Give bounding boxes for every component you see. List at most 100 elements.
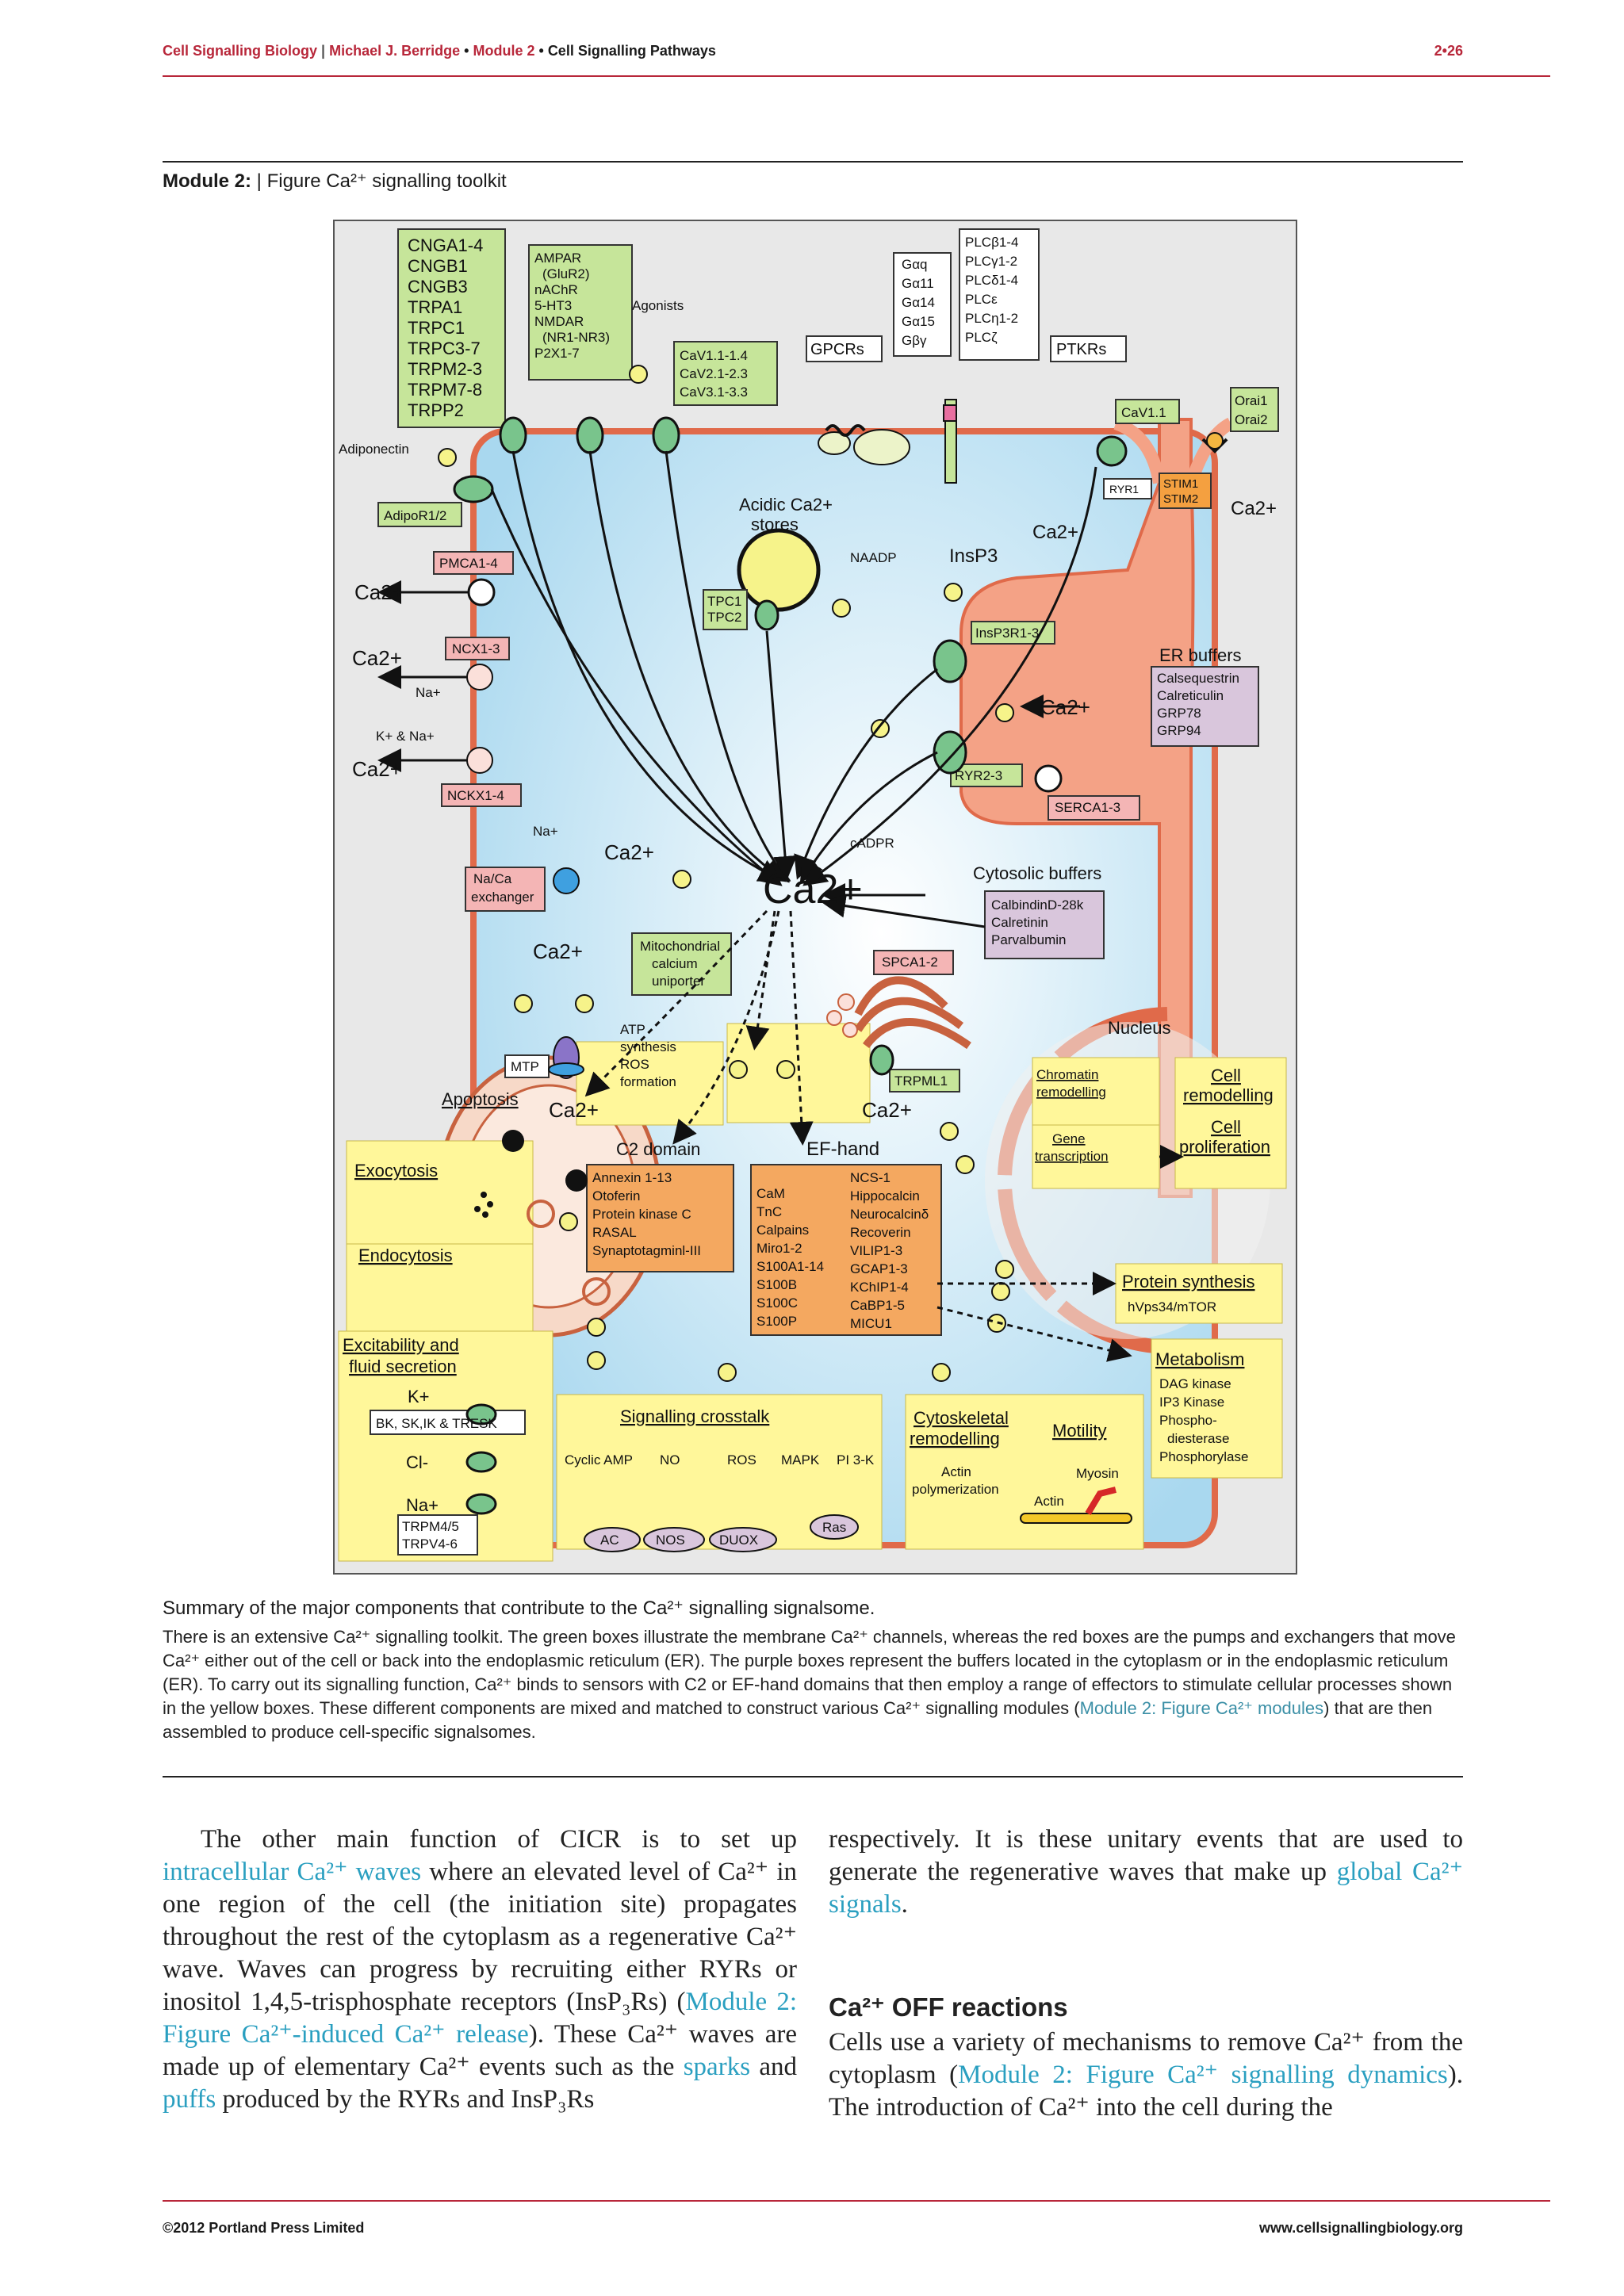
section-name: Cell Signalling Pathways: [547, 43, 716, 59]
figure-title: Module 2: | Figure Ca²⁺ signalling toolk…: [163, 170, 507, 192]
svg-text:Na+: Na+: [416, 685, 441, 700]
figure-top-rule: [163, 161, 1463, 163]
svg-text:NCKX1-4: NCKX1-4: [447, 788, 504, 803]
svg-text:hVps34/mTOR: hVps34/mTOR: [1128, 1299, 1216, 1314]
svg-text:AMPAR: AMPAR: [534, 251, 581, 266]
body-link[interactable]: Module 2: Figure Ca²⁺-induced Ca²⁺ relea…: [163, 1988, 798, 2049]
body-link[interactable]: sparks: [683, 2053, 751, 2081]
metabolism-box: [1151, 1338, 1283, 1479]
section-heading: Ca²⁺ OFF reactions: [829, 1992, 1068, 2022]
svg-text:PLCη1-2: PLCη1-2: [965, 311, 1018, 326]
body-link[interactable]: Module 2: Figure Ca²⁺ signalling dynamic…: [958, 2061, 1448, 2089]
body-text: ). The introduction of Ca²⁺ into the cel…: [829, 2061, 1463, 2122]
svg-text:NCS-1: NCS-1: [850, 1170, 891, 1185]
svg-text:MICU1: MICU1: [850, 1316, 892, 1331]
left-column: The other main function of CICR is to se…: [163, 1823, 797, 2116]
website-url: www.cellsignallingbiology.org: [1258, 2220, 1463, 2236]
svg-text:TRPM2-3: TRPM2-3: [408, 359, 482, 379]
svg-text:TRPM4/5: TRPM4/5: [402, 1519, 459, 1534]
svg-text:ER buffers: ER buffers: [1159, 645, 1242, 665]
svg-text:SPCA1-2: SPCA1-2: [882, 955, 938, 970]
svg-text:NAADP: NAADP: [850, 550, 897, 565]
body-link[interactable]: puffs: [163, 2085, 216, 2114]
svg-text:CNGA1-4: CNGA1-4: [408, 235, 483, 255]
svg-text:STIM2: STIM2: [1163, 492, 1198, 506]
svg-text:Gα15: Gα15: [902, 314, 935, 329]
svg-text:Ca2+: Ca2+: [1040, 695, 1090, 719]
body-link[interactable]: global Ca²⁺ signals: [829, 1858, 1463, 1919]
svg-text:ROS: ROS: [620, 1057, 649, 1072]
svg-text:Na+: Na+: [406, 1495, 439, 1515]
svg-text:uniporter: uniporter: [652, 974, 705, 989]
svg-text:Annexin 1-13: Annexin 1-13: [592, 1170, 672, 1185]
signalling-toolkit-figure: CNGA1-4 CNGB1 CNGB3 TRPA1 TRPC1 TRPC3-7 …: [333, 220, 1297, 1575]
svg-text:Otoferin: Otoferin: [592, 1188, 640, 1203]
svg-text:NO: NO: [660, 1452, 680, 1468]
svg-text:polymerization: polymerization: [912, 1482, 999, 1497]
svg-text:ROS: ROS: [727, 1452, 756, 1468]
svg-text:RYR1: RYR1: [1109, 483, 1139, 496]
svg-text:TRPML1: TRPML1: [894, 1073, 948, 1089]
body-text: where an elevated level of Ca²⁺ in one r…: [163, 1858, 797, 2016]
svg-text:Cytosolic buffers: Cytosolic buffers: [973, 863, 1101, 883]
svg-text:Phosphorylase: Phosphorylase: [1159, 1449, 1248, 1464]
body-text: Cells use a variety of mechanisms to rem…: [829, 2028, 1463, 2089]
svg-text:CaV1.1-1.4: CaV1.1-1.4: [680, 348, 748, 363]
svg-text:Ras: Ras: [822, 1520, 846, 1535]
svg-text:InsP3: InsP3: [949, 545, 998, 567]
figure-modules-link[interactable]: Module 2: Figure Ca²⁺ modules: [1079, 1698, 1324, 1718]
svg-text:remodelling: remodelling: [1183, 1085, 1274, 1105]
svg-text:MAPK: MAPK: [781, 1452, 820, 1468]
footer-rule: [163, 2200, 1550, 2202]
body-link[interactable]: intracellular Ca²⁺ waves: [163, 1858, 422, 1886]
svg-text:Gαq: Gαq: [902, 257, 928, 272]
svg-text:RYR2-3: RYR2-3: [955, 768, 1002, 783]
svg-text:PMCA1-4: PMCA1-4: [439, 556, 498, 571]
svg-text:VILIP1-3: VILIP1-3: [850, 1243, 902, 1258]
caption-title: Summary of the major components that con…: [163, 1598, 875, 1619]
caption-text: There is an extensive Ca²⁺ signalling to…: [163, 1627, 1456, 1742]
svg-text:PTKRs: PTKRs: [1056, 341, 1106, 358]
svg-text:PLCε: PLCε: [965, 292, 998, 307]
svg-text:Phospho-: Phospho-: [1159, 1413, 1217, 1428]
svg-text:Ca2+: Ca2+: [352, 757, 402, 781]
svg-text:Cell: Cell: [1211, 1066, 1241, 1085]
copyright: ©2012 Portland Press Limited: [163, 2220, 365, 2236]
svg-text:Na/Ca: Na/Ca: [473, 871, 512, 886]
svg-text:DUOX: DUOX: [719, 1533, 758, 1548]
svg-text:Cell: Cell: [1211, 1117, 1241, 1137]
svg-text:ATP: ATP: [620, 1022, 645, 1037]
svg-text:TnC: TnC: [756, 1204, 782, 1219]
svg-text:S100P: S100P: [756, 1314, 797, 1329]
body-text: The other main function of CICR is to se…: [201, 1825, 797, 1854]
svg-text:Agonists: Agonists: [632, 298, 684, 313]
svg-text:Calreticulin: Calreticulin: [1157, 688, 1224, 703]
svg-text:Motility: Motility: [1052, 1421, 1106, 1441]
svg-text:CNGB1: CNGB1: [408, 256, 468, 276]
svg-text:Na+: Na+: [533, 824, 558, 839]
svg-text:GRP94: GRP94: [1157, 723, 1201, 738]
right-column: respectively. It is these unitary events…: [829, 1823, 1463, 2124]
svg-text:K+ & Na+: K+ & Na+: [376, 729, 435, 744]
svg-text:S100B: S100B: [756, 1277, 797, 1292]
svg-text:Ca2+: Ca2+: [862, 1098, 912, 1122]
receptor-channels-box: [528, 244, 633, 381]
svg-text:Ca2+: Ca2+: [1032, 522, 1078, 543]
svg-text:InsP3R1-3: InsP3R1-3: [975, 626, 1039, 641]
svg-text:Ca2+: Ca2+: [604, 840, 654, 864]
svg-text:stores: stores: [751, 515, 799, 534]
exocytosis-box: [346, 1140, 534, 1261]
svg-text:Gβγ: Gβγ: [902, 333, 927, 348]
svg-text:PLCβ1-4: PLCβ1-4: [965, 235, 1018, 250]
svg-text:Excitability and: Excitability and: [343, 1335, 459, 1355]
svg-text:transcription: transcription: [1035, 1149, 1109, 1164]
svg-text:TRPC1: TRPC1: [408, 318, 465, 338]
paragraph-unitary: respectively. It is these unitary events…: [829, 1823, 1463, 1921]
svg-text:S100C: S100C: [756, 1295, 798, 1311]
svg-text:Ca2+: Ca2+: [352, 646, 402, 670]
svg-text:CaV3.1-3.3: CaV3.1-3.3: [680, 385, 748, 400]
svg-text:BK, SK,IK & TRESK: BK, SK,IK & TRESK: [376, 1416, 497, 1431]
svg-text:K+: K+: [408, 1387, 430, 1406]
svg-text:PLCγ1-2: PLCγ1-2: [965, 254, 1017, 269]
svg-text:Neurocalcinδ: Neurocalcinδ: [850, 1207, 929, 1222]
